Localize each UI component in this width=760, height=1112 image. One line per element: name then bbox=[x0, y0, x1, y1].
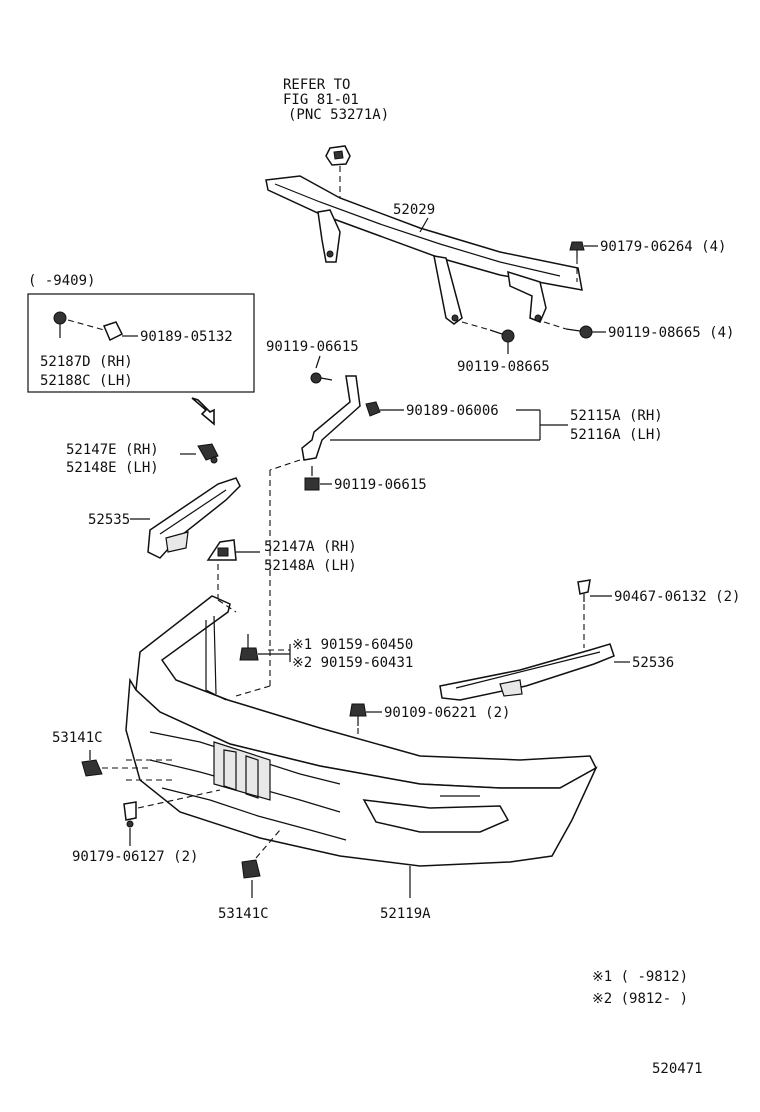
bolt-icon-90109-06221 bbox=[349, 703, 367, 726]
inset-range: ( -9409) bbox=[28, 273, 95, 289]
bolt-icon-90179-06264 bbox=[569, 241, 585, 258]
inset-clip-icon bbox=[53, 311, 67, 338]
bolt-icon-90119-08665 bbox=[489, 329, 515, 343]
clip-icon-90467 bbox=[577, 579, 591, 602]
bumper-cover-52119A bbox=[125, 595, 598, 867]
label-52148E: 52148E (LH) bbox=[66, 460, 159, 476]
note-2: ※2 (9812- ) bbox=[592, 991, 688, 1007]
stopper-icon-53141C-left bbox=[81, 759, 103, 777]
label-52147A: 52147A (RH) bbox=[264, 539, 357, 555]
top-clip bbox=[325, 145, 351, 166]
arrow-icon bbox=[191, 397, 215, 426]
refer-to-line3: (PNC 53271A) bbox=[288, 107, 389, 123]
label-90109-06221: 90109-06221 (2) bbox=[384, 705, 510, 721]
label-90159-60450: ※1 90159-60450 bbox=[292, 637, 413, 653]
inset-nut-icon bbox=[102, 321, 124, 342]
bolt-icon-90119-08665-4 bbox=[565, 325, 593, 339]
stopper-icon-53141C-bottom bbox=[241, 859, 261, 879]
side-bracket-52535 bbox=[147, 477, 241, 559]
bracket-52115A bbox=[301, 375, 361, 461]
label-90119-08665-4: 90119-08665 (4) bbox=[608, 325, 734, 341]
label-90119-06615-bottom: 90119-06615 bbox=[334, 477, 427, 493]
label-52188C: 52188C (LH) bbox=[40, 373, 133, 389]
label-90119-06615-top: 90119-06615 bbox=[266, 339, 359, 355]
nut-icon-90189-06006 bbox=[365, 401, 381, 417]
label-52029: 52029 bbox=[393, 202, 435, 218]
side-bracket-52536 bbox=[439, 643, 615, 701]
refer-to-line1: REFER TO bbox=[283, 77, 350, 93]
retainer-52147A bbox=[206, 539, 237, 561]
label-52119A: 52119A bbox=[380, 906, 431, 922]
label-90189-06006: 90189-06006 bbox=[406, 403, 499, 419]
radiator-support-52029 bbox=[265, 175, 583, 325]
label-52536: 52536 bbox=[632, 655, 674, 671]
label-52148A: 52148A (LH) bbox=[264, 558, 357, 574]
label-90159-60431: ※2 90159-60431 bbox=[292, 655, 413, 671]
label-90467-06132: 90467-06132 (2) bbox=[614, 589, 740, 605]
refer-to-line2: FIG 81-01 bbox=[283, 92, 359, 108]
label-53141C-bottom: 53141C bbox=[218, 906, 269, 922]
bolt-icon-90119-06615-top bbox=[310, 372, 333, 384]
label-52187D: 52187D (RH) bbox=[40, 354, 133, 370]
label-52115A: 52115A (RH) bbox=[570, 408, 663, 424]
label-52116A: 52116A (LH) bbox=[570, 427, 663, 443]
label-90179-06264: 90179-06264 (4) bbox=[600, 239, 726, 255]
screw-icon-90159 bbox=[239, 634, 259, 661]
note-1: ※1 ( -9812) bbox=[592, 969, 688, 985]
label-90189-05132: 90189-05132 bbox=[140, 329, 233, 345]
label-90119-08665: 90119-08665 bbox=[457, 359, 550, 375]
bolt-icon-90119-06615-bottom bbox=[304, 466, 320, 491]
label-52535: 52535 bbox=[88, 512, 130, 528]
label-53141C-left: 53141C bbox=[52, 730, 103, 746]
label-90179-06127: 90179-06127 (2) bbox=[72, 849, 198, 865]
inset-box bbox=[27, 293, 255, 393]
figure-id: 520471 bbox=[652, 1061, 703, 1077]
label-52147E: 52147E (RH) bbox=[66, 442, 159, 458]
clip-icon-52147E bbox=[197, 443, 219, 464]
clip-icon-90179-06127 bbox=[123, 801, 137, 828]
